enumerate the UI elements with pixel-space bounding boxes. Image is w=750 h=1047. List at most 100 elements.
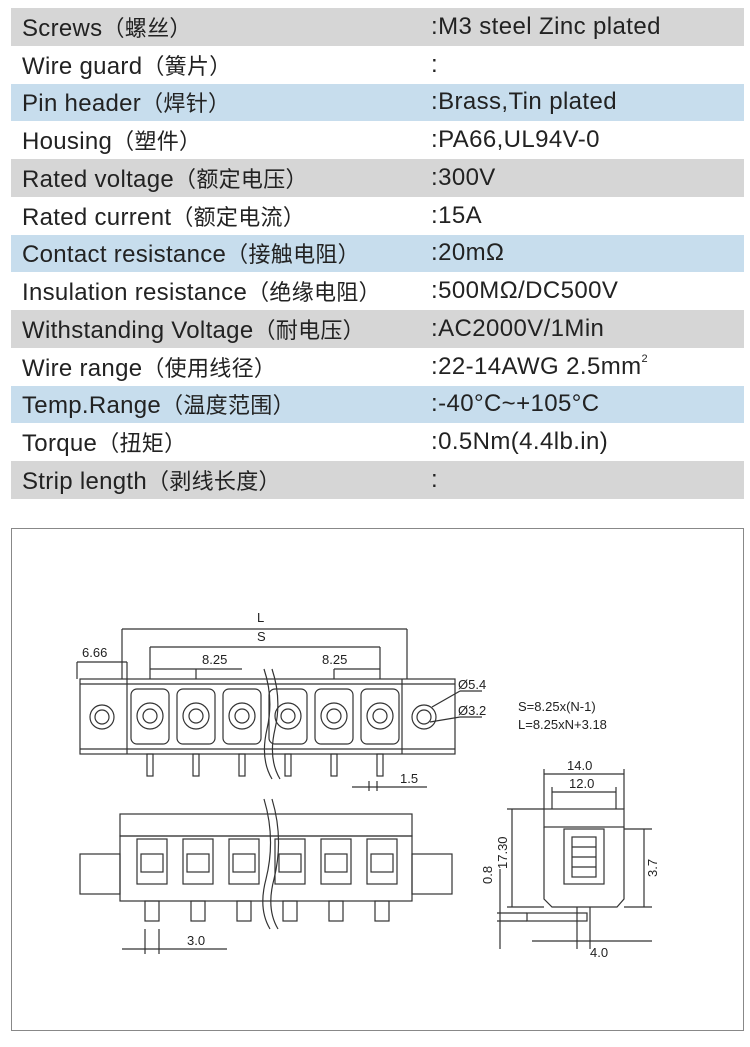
spec-label-zh: （螺丝）	[102, 16, 192, 42]
front-view-cells	[136, 838, 398, 885]
technical-drawing: L S 6.66 8.25 8.25 Ø5.4 Ø3.2 1.5 3.0 S=8…	[76, 610, 660, 960]
dim-S: S	[257, 629, 266, 644]
dim-L: L	[257, 610, 264, 625]
top-view-terminals	[130, 688, 400, 745]
dim-12-0: 12.0	[569, 776, 594, 791]
spec-label-zh: （额定电压）	[174, 167, 308, 193]
top-view-body	[79, 678, 456, 755]
spec-label-zh: （扭矩）	[97, 432, 187, 458]
spec-row-0: Screws（螺丝） :M3 steel Zinc plated	[11, 8, 744, 46]
spec-value-text: :AC2000V/1Min	[431, 314, 605, 342]
spec-label-zh: （剥线长度）	[147, 469, 281, 495]
spec-row-6: Contact resistance（接触电阻） :20mΩ	[11, 234, 744, 273]
spec-value-text: :500MΩ/DC500V	[431, 277, 619, 305]
spec-label-en: Contact resistance	[22, 241, 227, 269]
spec-label-zh: （簧片）	[142, 54, 232, 80]
spec-value-text: :-40°C~+105°C	[431, 390, 600, 418]
spec-value: :PA66,UL94V-0	[431, 126, 600, 154]
dim-1-5: 1.5	[400, 771, 418, 786]
spec-label: Insulation resistance（绝缘电阻）	[22, 275, 381, 307]
spec-value: :	[431, 466, 438, 494]
spec-value-text: :PA66,UL94V-0	[431, 126, 600, 154]
spec-label-en: Housing	[22, 128, 113, 156]
dim-phi-3-2: Ø3.2	[458, 703, 486, 718]
spec-label-zh: （耐电压）	[253, 318, 365, 344]
spec-table: Screws（螺丝） :M3 steel Zinc plated Wire gu…	[11, 8, 744, 499]
spec-value-sup: 2	[641, 352, 649, 365]
spec-label: Contact resistance（接触电阻）	[22, 237, 360, 269]
spec-value: :22-14AWG 2.5mm2	[431, 353, 648, 381]
spec-label: Temp.Range（温度范围）	[22, 388, 295, 420]
spec-label: Housing（塑件）	[22, 124, 201, 156]
spec-label-en: Wire range	[22, 354, 143, 382]
formula-S: S=8.25x(N-1)	[518, 699, 596, 714]
front-view-top	[119, 813, 413, 837]
spec-label-en: Temp.Range	[22, 392, 162, 420]
spec-row-10: Temp.Range（温度范围） :-40°C~+105°C	[11, 385, 744, 424]
spec-label-en: Pin header	[22, 90, 142, 118]
dim-6-66: 6.66	[82, 645, 107, 660]
dim-3-0: 3.0	[187, 933, 205, 948]
spec-value-text: :20mΩ	[431, 239, 505, 267]
spec-label-zh: （温度范围）	[161, 394, 295, 420]
spec-label: Withstanding Voltage（耐电压）	[22, 313, 365, 345]
spec-label-en: Screws	[22, 14, 103, 42]
spec-label-zh: （焊针）	[141, 92, 231, 118]
spec-row-11: Torque（扭矩） :0.5Nm(4.4lb.in)	[11, 423, 744, 461]
side-view-top	[543, 808, 625, 828]
spec-row-7: Insulation resistance（绝缘电阻） :500MΩ/DC500…	[11, 272, 744, 310]
spec-row-3: Housing（塑件） :PA66,UL94V-0	[11, 121, 744, 159]
top-view-pins	[146, 753, 384, 777]
spec-value: :AC2000V/1Min	[431, 315, 604, 343]
spec-label-en: Rated current	[22, 203, 172, 231]
spec-row-5: Rated current（额定电流） :15A	[11, 196, 744, 235]
spec-value-text: :	[431, 465, 439, 493]
spec-value: :Brass,Tin plated	[431, 88, 617, 116]
spec-value-text: :15A	[431, 201, 482, 229]
spec-row-2: Pin header（焊针） :Brass,Tin plated	[11, 83, 744, 122]
spec-value: :	[431, 51, 438, 79]
spec-label: Pin header（焊针）	[22, 86, 230, 118]
spec-value-text: :22-14AWG 2.5mm	[431, 352, 642, 380]
spec-value: :0.5Nm(4.4lb.in)	[431, 428, 608, 456]
dim-8-25-left: 8.25	[202, 652, 227, 667]
spec-value: :15A	[431, 202, 482, 230]
spec-label-zh: （使用线径）	[142, 356, 277, 382]
dim-4-0: 4.0	[590, 945, 608, 960]
spec-value: :20mΩ	[431, 239, 504, 267]
spec-label-zh: （塑件）	[112, 130, 202, 156]
spec-value-text: :M3 steel Zinc plated	[431, 12, 661, 40]
spec-value: :-40°C~+105°C	[431, 390, 600, 418]
spec-label-zh: （绝缘电阻）	[247, 281, 381, 307]
spec-value-text: :300V	[431, 163, 496, 191]
spec-row-4: Rated voltage（额定电压） :300V	[11, 159, 744, 197]
spec-label-zh: （额定电流）	[171, 205, 306, 231]
technical-drawing-panel: L S 6.66 8.25 8.25 Ø5.4 Ø3.2 1.5 3.0 S=8…	[11, 528, 744, 1031]
dim-14-0: 14.0	[567, 758, 592, 773]
formula-L: L=8.25xN+3.18	[518, 717, 607, 732]
spec-label-en: Insulation resistance	[22, 279, 248, 307]
front-view-pins	[144, 900, 390, 922]
spec-row-8: Withstanding Voltage（耐电压） :AC2000V/1Min	[11, 310, 744, 348]
spec-label-en: Withstanding Voltage	[22, 316, 254, 344]
spec-label-en: Wire guard	[22, 52, 143, 80]
spec-row-1: Wire guard（簧片） :	[11, 45, 744, 84]
spec-label: Strip length（剥线长度）	[22, 464, 281, 496]
dim-0-8: 0.8	[480, 866, 495, 884]
spec-label-zh: （接触电阻）	[226, 243, 360, 269]
spec-value-text: :0.5Nm(4.4lb.in)	[431, 428, 609, 456]
dim-8-25-right: 8.25	[322, 652, 347, 667]
spec-label-en: Rated voltage	[22, 165, 175, 193]
spec-value-text: :	[431, 50, 439, 78]
spec-value: :500MΩ/DC500V	[431, 277, 618, 305]
spec-label-en: Strip length	[22, 467, 148, 495]
spec-value: :300V	[431, 164, 496, 192]
spec-label: Torque（扭矩）	[22, 426, 186, 458]
spec-label-en: Torque	[22, 430, 98, 458]
spec-label: Wire range（使用线径）	[22, 351, 276, 383]
spec-value: :M3 steel Zinc plated	[431, 13, 661, 41]
dim-3-7: 3.7	[645, 859, 660, 877]
spec-row-9: Wire range（使用线径） :22-14AWG 2.5mm2	[11, 347, 744, 386]
spec-row-12: Strip length（剥线长度） :	[11, 461, 744, 499]
dim-phi-5-4: Ø5.4	[458, 677, 486, 692]
